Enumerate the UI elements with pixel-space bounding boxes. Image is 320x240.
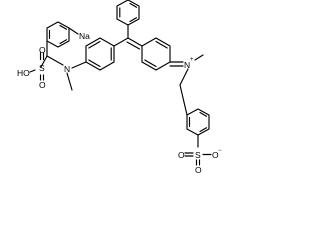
bond-n-ring [71, 61, 87, 69]
bond-ring-central [113, 37, 129, 47]
bond-ch2-ring [179, 84, 188, 116]
ring-quinoid [141, 37, 171, 71]
atom-sulfur-lower: S [195, 150, 201, 160]
bond-iminium-methyl [194, 54, 204, 61]
sulfonate-charge: − [218, 148, 222, 154]
atom-oxygen-sulfonate-right: O [212, 150, 219, 160]
ring-phenyl [116, 0, 140, 26]
atom-sulfur-upper: S [39, 63, 45, 73]
atom-sodium: Na [79, 31, 90, 41]
atom-nitrogen-amine: N [64, 64, 70, 74]
atom-oxygen-up: O [39, 45, 46, 55]
bond-central-quinoid-1 [127, 37, 143, 47]
atom-oxygen-sulfonate-left: O [178, 150, 185, 160]
bond-central-quinoid-2 [126, 41, 141, 50]
iminium-charge: + [190, 57, 194, 63]
atom-nitrogen-iminium: N [184, 60, 190, 70]
ring-sodium-phenyl [46, 21, 70, 48]
ring-sulfobenzyl [186, 108, 210, 136]
bond-ch-n [46, 55, 64, 66]
structure-canvas: Na HO S O O N N + O S O − O [17, 0, 222, 175]
atom-hydroxyl: HO [17, 68, 30, 78]
bond-iminium-ch2 [179, 68, 189, 86]
bond-ch-s [40, 55, 48, 68]
bond-n-methyl [66, 72, 73, 91]
ring-aniline [85, 37, 115, 71]
atom-oxygen-down: O [39, 80, 46, 90]
chemical-structure: Na HO S O O N N + O S O − O [17, 0, 222, 175]
bond-ring-na [68, 27, 79, 35]
atom-oxygen-sulfonate-bottom: O [195, 165, 202, 175]
bond-s-oh [29, 69, 36, 73]
